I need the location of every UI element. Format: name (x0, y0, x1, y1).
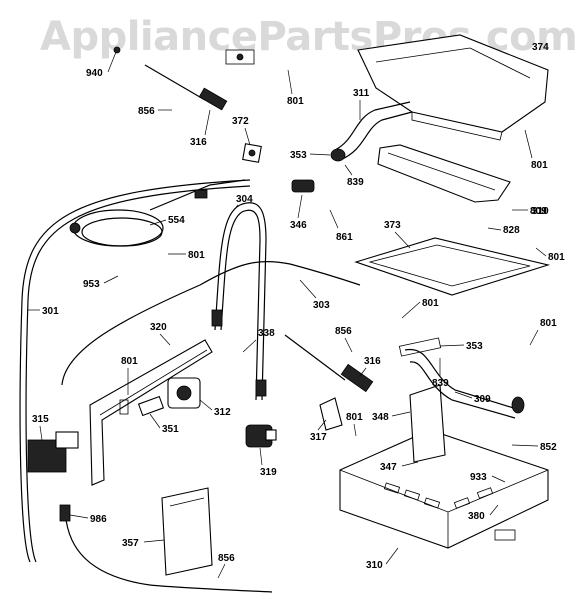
burner-bracket (398, 337, 525, 463)
callout-801-right: 801 (540, 318, 557, 329)
callout-940: 940 (86, 68, 103, 79)
callout-801-mid: 801 (422, 298, 439, 309)
callout-315: 315 (32, 414, 49, 425)
callout-310: 310 (366, 560, 383, 571)
grommet (242, 143, 262, 163)
callout-856-bottom: 856 (218, 553, 235, 564)
pressure-regulator (245, 424, 277, 448)
callout-301: 301 (42, 306, 59, 317)
igniter-bracket (319, 397, 343, 431)
callout-372: 372 (232, 116, 249, 127)
callout-320: 320 (150, 322, 167, 333)
callout-801-valve: 801 (121, 356, 138, 367)
igniter-lower (284, 334, 374, 393)
callout-986: 986 (90, 514, 107, 525)
callout-801: 801 (287, 96, 304, 107)
callout-809: 809 (530, 206, 547, 217)
callout-309: 309 (474, 394, 491, 405)
callout-839-lower: 839 (432, 378, 449, 389)
callout-373: 373 (384, 220, 401, 231)
callouts: 940 856 316 372 801 311 374 353 839 346 … (28, 42, 565, 579)
callout-312: 312 (214, 407, 231, 418)
callout-303: 303 (313, 300, 330, 311)
callout-801-tray: 801 (548, 252, 565, 263)
solenoid-valve (27, 431, 79, 473)
callout-554: 554 (168, 215, 185, 226)
callout-311: 311 (353, 88, 370, 99)
callout-801-b: 801 (531, 160, 548, 171)
callout-380: 380 (468, 511, 485, 522)
burner-tube-top (330, 101, 413, 162)
callout-801-ign: 801 (346, 412, 363, 423)
access-cover (161, 487, 213, 576)
callout-348: 348 (372, 412, 389, 423)
callout-351: 351 (162, 424, 179, 435)
callout-347: 347 (380, 462, 397, 473)
callout-353-lower: 353 (466, 341, 483, 352)
gas-valve (137, 377, 201, 417)
callout-338: 338 (258, 328, 275, 339)
drip-tray (354, 237, 551, 296)
callout-316-lower: 316 (364, 356, 381, 367)
callout-317: 317 (310, 432, 327, 443)
callout-852: 852 (540, 442, 557, 453)
callout-304: 304 (236, 194, 253, 205)
callout-319: 319 (260, 467, 277, 478)
callout-828: 828 (503, 225, 520, 236)
callout-953: 953 (83, 279, 100, 290)
orifice-fitting (291, 179, 315, 193)
callout-374-top: 374 (532, 42, 549, 53)
callout-801-right-top: 310 (532, 206, 549, 217)
heat-shield (377, 144, 511, 203)
callout-933: 933 (470, 472, 487, 483)
wire-harness (69, 179, 246, 247)
callout-839: 839 (347, 177, 364, 188)
callout-353: 353 (290, 150, 307, 161)
igniter-top (144, 49, 255, 111)
callout-357: 357 (122, 538, 139, 549)
callout-856-mid: 856 (335, 326, 352, 337)
callout-861: 861 (336, 232, 353, 243)
top-shield (357, 34, 549, 141)
callout-316: 316 (190, 137, 207, 148)
callout-346: 346 (290, 220, 307, 231)
callout-801-left: 801 (188, 250, 205, 261)
valve-bracket (89, 339, 213, 486)
gas-tubing (19, 179, 361, 593)
callout-856: 856 (138, 106, 155, 117)
